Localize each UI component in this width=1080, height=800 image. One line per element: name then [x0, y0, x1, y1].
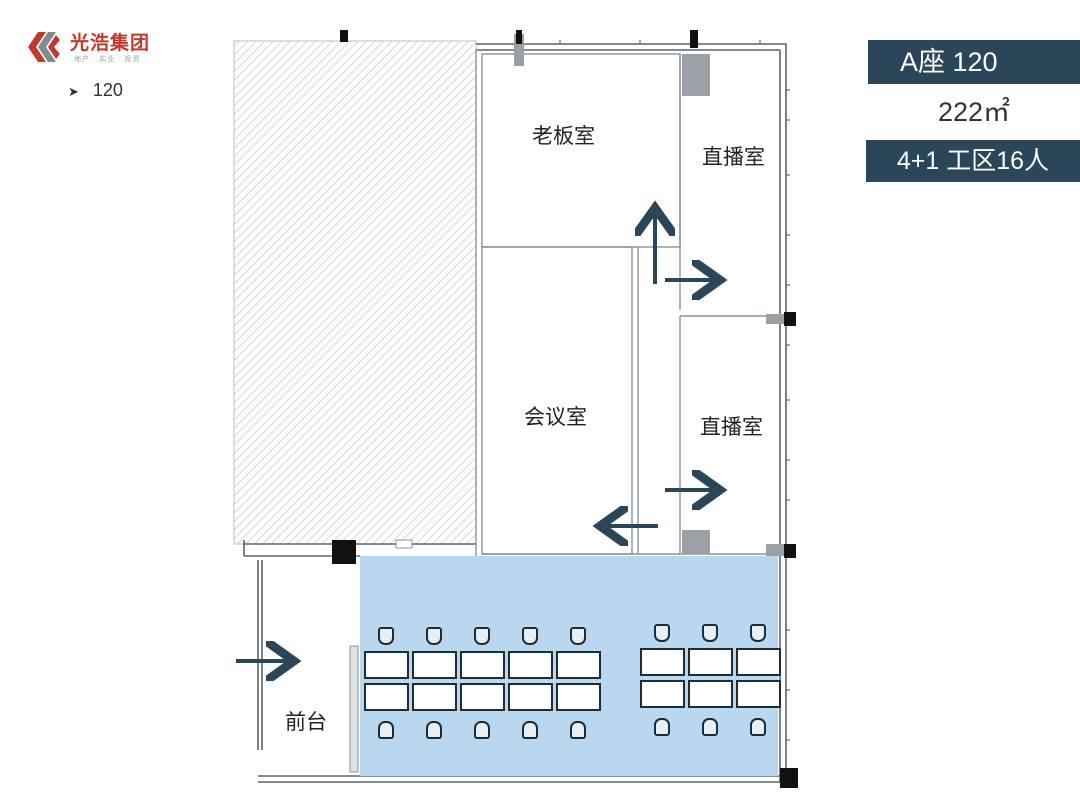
desk — [364, 683, 409, 711]
direction-arrow-icon — [236, 212, 716, 661]
workstation-group-a — [364, 651, 604, 715]
outer-walls — [243, 43, 787, 783]
area-label: 222㎡ — [937, 97, 1011, 127]
chair — [702, 624, 718, 642]
chevron-right-icon: ➤ — [68, 84, 79, 99]
reception-label: 前台 — [285, 711, 327, 734]
meeting-room-label: 会议室 — [524, 406, 587, 429]
logo-name: 光浩集团 — [70, 32, 151, 54]
chair — [378, 627, 394, 645]
desk — [364, 651, 409, 679]
logo-subtitle: 地产 · 实业 · 投资 — [74, 56, 141, 63]
chair — [474, 627, 490, 645]
desk — [688, 648, 733, 676]
workstation-group-b — [640, 648, 784, 712]
chair — [570, 721, 586, 739]
desk — [736, 680, 781, 708]
desk — [736, 648, 781, 676]
chair — [426, 627, 442, 645]
wall-ticks — [559, 40, 790, 741]
unit-number: 120 — [92, 80, 123, 100]
boss-office-label: 老板室 — [532, 125, 595, 148]
desk — [640, 648, 685, 676]
desk — [412, 651, 457, 679]
desk — [508, 683, 553, 711]
chair — [654, 624, 670, 642]
desk — [508, 651, 553, 679]
chair — [522, 721, 538, 739]
company-logo: 光浩集团 地产 · 实业 · 投资 — [26, 24, 176, 68]
desk — [460, 651, 505, 679]
chair — [702, 718, 718, 736]
desk — [688, 680, 733, 708]
capacity-box: 4+1 工区16人 — [866, 140, 1080, 182]
chair — [474, 721, 490, 739]
desk — [556, 651, 601, 679]
chair — [378, 721, 394, 739]
unit-line: ➤ 120 — [68, 80, 123, 101]
live-room-1-label: 直播室 — [702, 146, 765, 169]
reception-partition — [349, 645, 359, 773]
chair — [570, 627, 586, 645]
chevron-logo-icon — [28, 32, 60, 62]
chair — [522, 627, 538, 645]
live-room-2-label: 直播室 — [700, 416, 763, 439]
desk — [556, 683, 601, 711]
desk — [412, 683, 457, 711]
chair — [750, 624, 766, 642]
hatched-area — [233, 40, 477, 545]
desk — [460, 683, 505, 711]
desk — [640, 680, 685, 708]
chair — [750, 718, 766, 736]
interior-walls — [475, 50, 780, 556]
chair — [426, 721, 442, 739]
chair — [654, 718, 670, 736]
unit-title-box: A座 120 — [868, 40, 1080, 84]
